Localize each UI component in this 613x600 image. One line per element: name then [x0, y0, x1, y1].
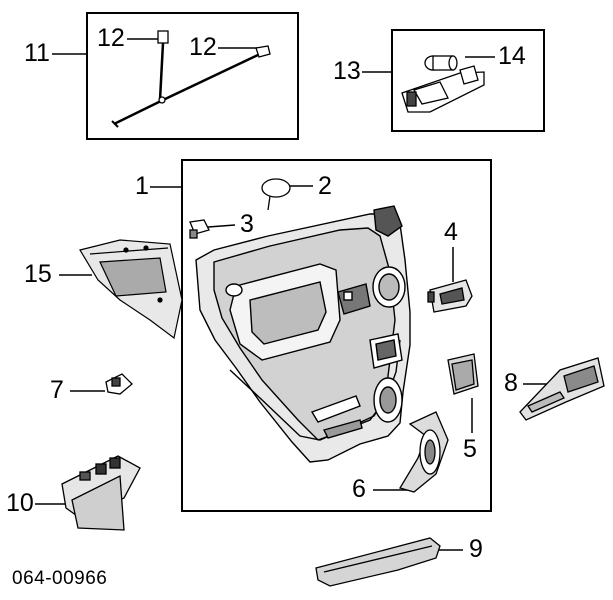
callout-7: 7 — [50, 376, 64, 404]
callout-13: 13 — [333, 57, 361, 85]
callout-2: 2 — [318, 172, 332, 200]
frame-parts-13-14 — [391, 29, 545, 132]
callout-12-cable: 12 — [189, 33, 217, 61]
diagram-reference-code: 064-00966 — [12, 568, 108, 589]
callout-11: 11 — [24, 39, 50, 67]
callout-6: 6 — [352, 475, 366, 503]
inner-handle-bezel — [427, 279, 473, 313]
speaker-cover-part — [447, 353, 479, 395]
callout-8: 8 — [504, 369, 518, 397]
frame-parts-11-12 — [86, 12, 299, 140]
courtesy-lamp-assembly — [401, 55, 485, 113]
callout-1: 1 — [135, 172, 149, 200]
callout-9: 9 — [469, 535, 483, 563]
speaker-grille-part — [399, 411, 449, 493]
lower-trim-strip — [315, 537, 441, 587]
window-switch-pack — [61, 455, 141, 531]
callout-12-rod: 12 — [97, 24, 125, 52]
retainer-clip-part — [105, 373, 133, 395]
door-lock-rod-linkage — [111, 30, 271, 128]
callout-14: 14 — [498, 42, 526, 70]
callout-10: 10 — [6, 489, 34, 517]
callout-15: 15 — [24, 260, 52, 288]
trim-clip-part — [189, 219, 210, 239]
callout-5: 5 — [463, 435, 477, 463]
callout-4: 4 — [444, 218, 458, 246]
callout-3: 3 — [240, 210, 254, 238]
handle-cap-part — [261, 178, 291, 211]
door-inner-structure — [79, 239, 183, 340]
armrest-pull-part — [519, 357, 605, 421]
door-trim-panel — [195, 205, 411, 463]
frame-part-1-assembly — [181, 159, 492, 512]
